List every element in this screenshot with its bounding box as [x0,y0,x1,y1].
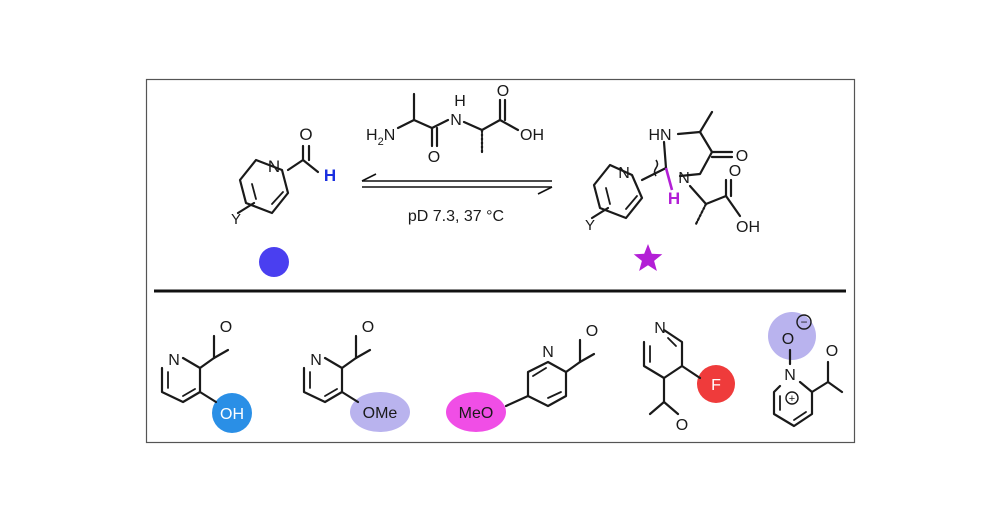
reaction-conditions: pD 7.3, 37 °C [408,208,504,225]
product-o-acid: O [729,163,741,180]
scheme-frame [145,78,856,444]
reactant-o: O [299,125,312,144]
product-n-pyr: N [618,165,630,182]
equilibrium-arrows [361,173,553,195]
s5-plus-circle [785,391,799,405]
noxide-highlight [768,312,816,360]
s2-ome: OMe [363,405,398,422]
dipeptide-n: N [450,112,462,129]
product-o-ketone: O [736,148,748,165]
s5-minus-circle [796,314,812,330]
f-highlight [697,365,735,403]
dipeptide-oh: OH [520,127,544,144]
dipeptide-nh: H [454,93,466,110]
product-hn: HN [648,127,671,144]
aldehyde-5-methoxy: N O MeO [446,323,598,432]
ome-highlight [350,392,410,432]
blue-dot-marker [259,247,289,277]
s4-n: N [654,320,666,337]
s1-n: N [168,352,180,369]
product-imidazolidinone: N Y HN O N H O OH [585,110,760,236]
s5-plus: + [789,393,795,405]
reactant-y: Y [231,211,241,228]
aldehyde-3-fluoro: N F O [642,320,735,434]
dipeptide-o2: O [497,83,509,100]
oh-highlight [212,393,252,433]
s2-o: O [362,319,374,336]
dipeptide-reagent: H2N O N H O OH [366,83,544,166]
s3-n: N [542,344,554,361]
s1-oh: OH [220,406,244,423]
s5-o: O [782,331,794,348]
s2-n: N [310,352,322,369]
s3-o: O [586,323,598,340]
s4-f: F [711,377,721,394]
product-n-ring: N [678,170,690,187]
s5-minus: − [800,315,807,329]
dipeptide-o1: O [428,149,440,166]
aldehyde-3-hydroxy: N O OH [160,319,252,433]
aldehyde-3-methoxy: N O OMe [302,319,410,432]
s5-n: N [784,367,796,384]
purple-star-marker [633,244,663,271]
s1-o: O [220,319,232,336]
product-y: Y [585,217,595,234]
aldehyde-n-oxide: O − N + O [768,312,844,428]
meo-highlight [446,392,506,432]
reactant-n: N [268,157,280,176]
s3-meo: MeO [459,405,494,422]
reactant-aldehyde-h: H [324,166,336,185]
reactant-pyridine-aldehyde: N O H Y [231,125,336,228]
h2n-label: H2N [366,127,395,148]
product-purple-h: H [668,189,680,208]
s5-o2: O [826,343,838,360]
s4-o: O [676,417,688,434]
product-oh: OH [736,219,760,236]
